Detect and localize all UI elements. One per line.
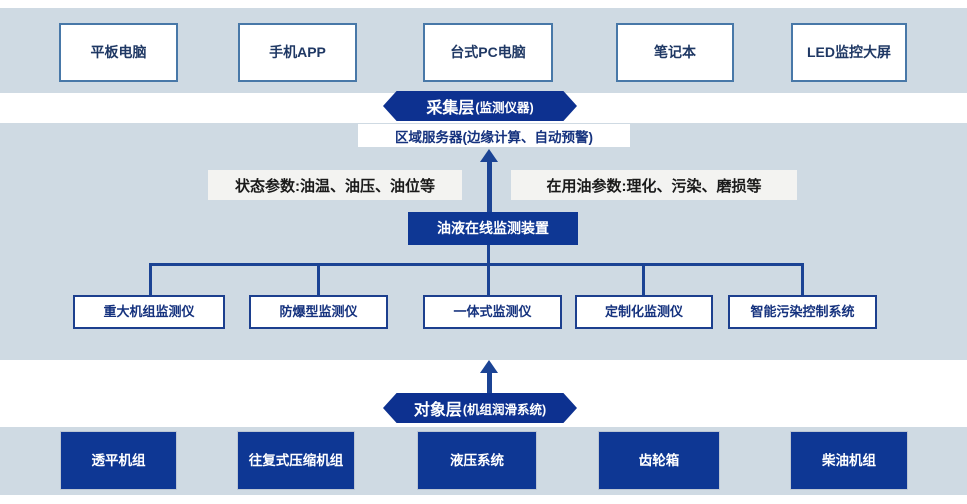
connector-trunk	[149, 263, 804, 266]
up-arrow-shaft	[487, 373, 492, 393]
connector-drop-5	[801, 265, 804, 296]
oil-parameters-label: 在用油参数:理化、污染、磨损等	[511, 170, 797, 200]
connector-drop-1	[149, 265, 152, 296]
up-arrow-icon	[480, 149, 498, 162]
online-monitor-box: 油液在线监测装置	[408, 212, 578, 245]
equipment-node-turbine: 透平机组	[60, 431, 177, 490]
monitor-node-major-unit: 重大机组监测仪	[73, 295, 225, 329]
up-arrow-icon	[480, 360, 498, 373]
monitor-node-explosion-proof: 防爆型监测仪	[249, 295, 388, 329]
terminal-node-desktop-pc: 台式PC电脑	[423, 23, 553, 82]
collection-layer-subtitle: (监测仪器)	[475, 100, 534, 115]
object-layer-title: 对象层	[413, 402, 462, 419]
connector-drop-3	[487, 265, 490, 296]
connector-drop-2	[317, 265, 320, 296]
terminal-node-led-screen: LED监控大屏	[791, 23, 907, 82]
monitor-node-customized: 定制化监测仪	[575, 295, 713, 329]
equipment-node-hydraulic: 液压系统	[417, 431, 537, 490]
edge-server-box: 区域服务器(边缘计算、自动预警)	[358, 124, 630, 147]
object-layer-pill: 对象层 (机组润滑系统)	[383, 393, 577, 423]
equipment-node-gearbox: 齿轮箱	[598, 431, 720, 490]
collection-layer-pill: 采集层 (监测仪器)	[383, 91, 577, 121]
up-arrow-shaft	[487, 162, 492, 212]
monitor-node-contamination-control: 智能污染控制系统	[728, 295, 877, 329]
terminal-node-tablet: 平板电脑	[59, 23, 178, 82]
connector-drop-4	[642, 265, 645, 296]
terminal-node-phone-app: 手机APP	[238, 23, 357, 82]
terminal-node-laptop: 笔记本	[616, 23, 734, 82]
status-parameters-label: 状态参数:油温、油压、油位等	[208, 170, 462, 200]
equipment-node-diesel: 柴油机组	[790, 431, 908, 490]
collection-layer-title: 采集层	[426, 100, 475, 117]
equipment-node-reciprocating-compressor: 往复式压缩机组	[237, 431, 355, 490]
monitor-node-all-in-one: 一体式监测仪	[423, 295, 562, 329]
object-layer-subtitle: (机组润滑系统)	[462, 402, 547, 417]
connector-stem	[487, 245, 490, 264]
